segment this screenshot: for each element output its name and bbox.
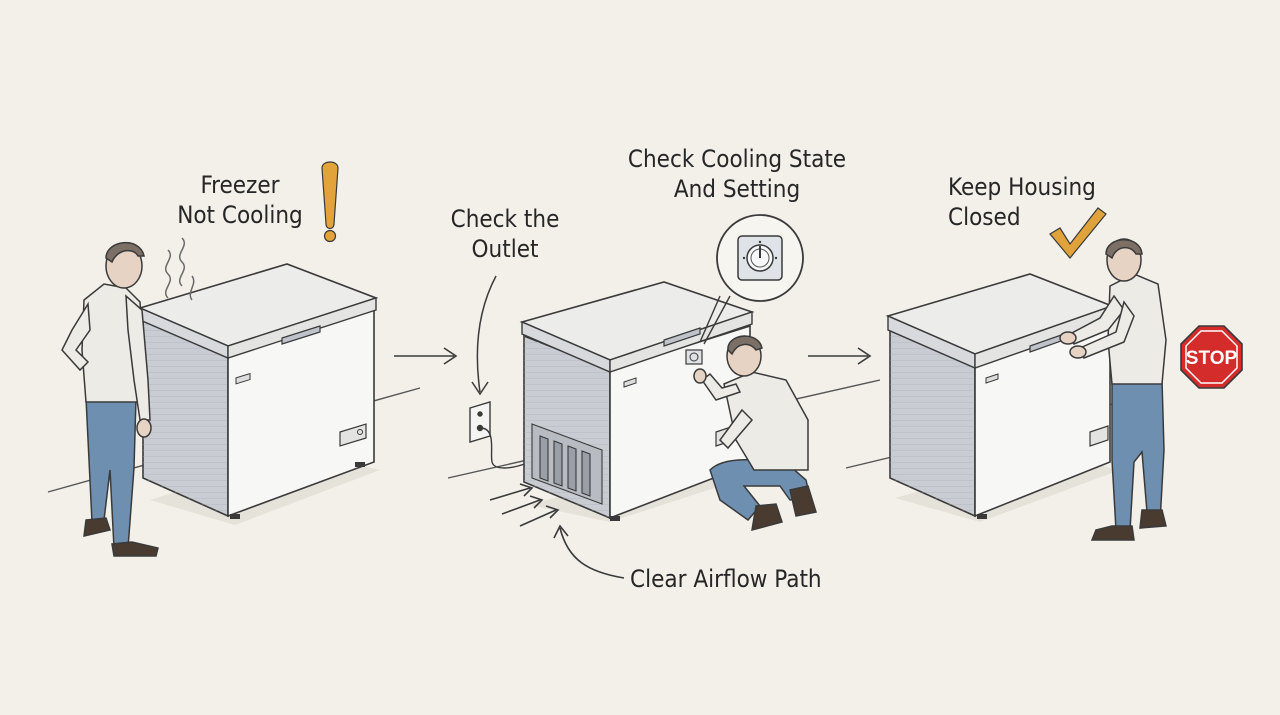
thermostat-dial-icon	[737, 235, 783, 281]
pointer-arrow-outlet	[471, 275, 497, 396]
person-standing-looking	[61, 241, 159, 557]
vent-grille	[531, 423, 603, 505]
label-freezer-not-cooling: Freezer Not Cooling	[170, 170, 310, 230]
arrow-icon	[808, 347, 872, 365]
label-line: Keep Housing	[948, 173, 1096, 201]
label-line: Check Cooling State	[627, 145, 847, 173]
checkmark-icon	[1049, 207, 1107, 259]
stop-sign-text: STOP	[1186, 348, 1238, 369]
person-crouching-adjusting	[693, 335, 817, 532]
chest-freezer-1	[137, 263, 379, 519]
exclamation-icon	[321, 161, 339, 243]
label-line: Closed	[948, 203, 1021, 231]
chest-freezer-3	[885, 273, 1115, 519]
label-line: Not Cooling	[177, 201, 303, 229]
person-holding-lid-closed	[1059, 238, 1167, 541]
label-clear-airflow-path: Clear Airflow Path	[630, 565, 822, 593]
panel-check-outlet-and-settings	[447, 214, 881, 579]
label-line: Check the	[450, 205, 560, 233]
label-line: Freezer	[200, 171, 280, 199]
wall-outlet-icon	[469, 401, 531, 469]
label-check-cooling-state: Check Cooling State And Setting	[612, 144, 862, 204]
label-keep-housing-closed: Keep Housing Closed	[948, 172, 1118, 232]
label-check-the-outlet: Check the Outlet	[440, 204, 570, 264]
airflow-arrows	[489, 483, 625, 579]
arrow-icon	[394, 347, 458, 365]
panel-freezer-not-cooling	[47, 161, 421, 557]
chest-freezer-2	[519, 281, 755, 521]
zoom-callout	[699, 214, 804, 345]
label-line: Outlet	[471, 235, 539, 263]
label-line: And Setting	[673, 175, 801, 203]
heat-wavy-lines-icon	[165, 237, 195, 301]
panel-keep-housing-closed: STOP	[845, 207, 1243, 541]
stop-sign-icon: STOP	[1180, 325, 1243, 389]
